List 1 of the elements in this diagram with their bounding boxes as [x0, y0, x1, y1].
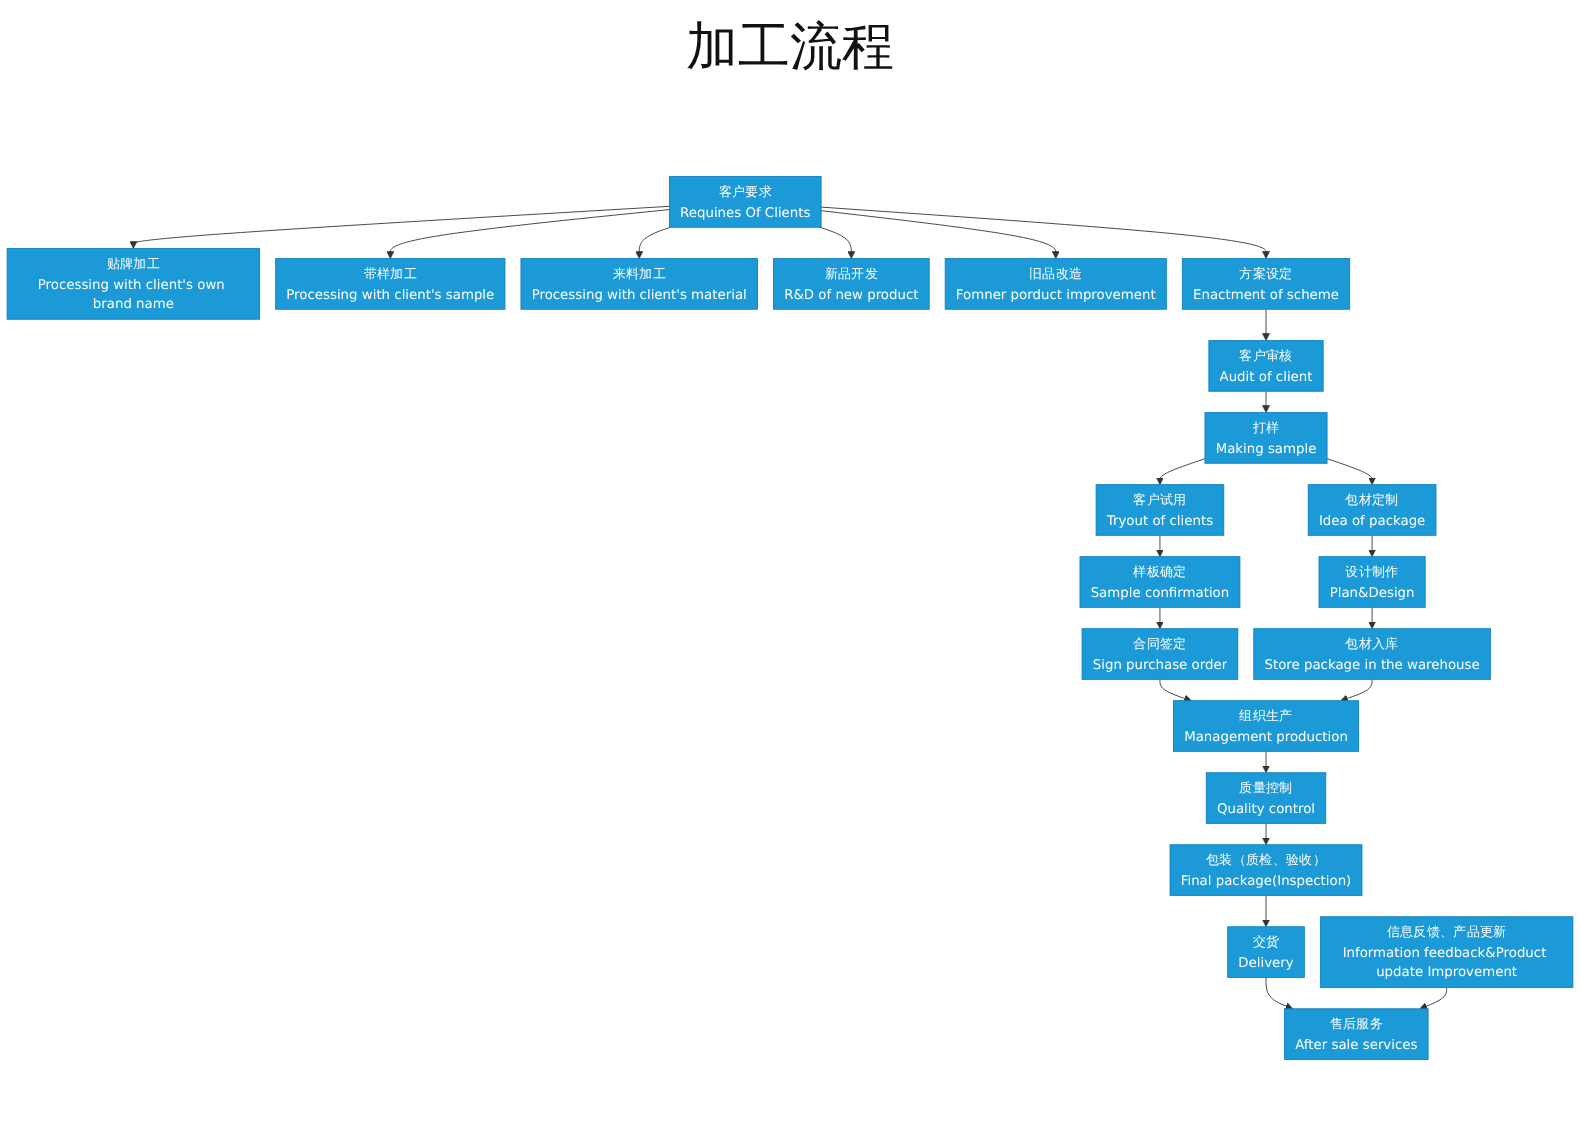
diagram-title: 加工流程: [686, 16, 894, 82]
